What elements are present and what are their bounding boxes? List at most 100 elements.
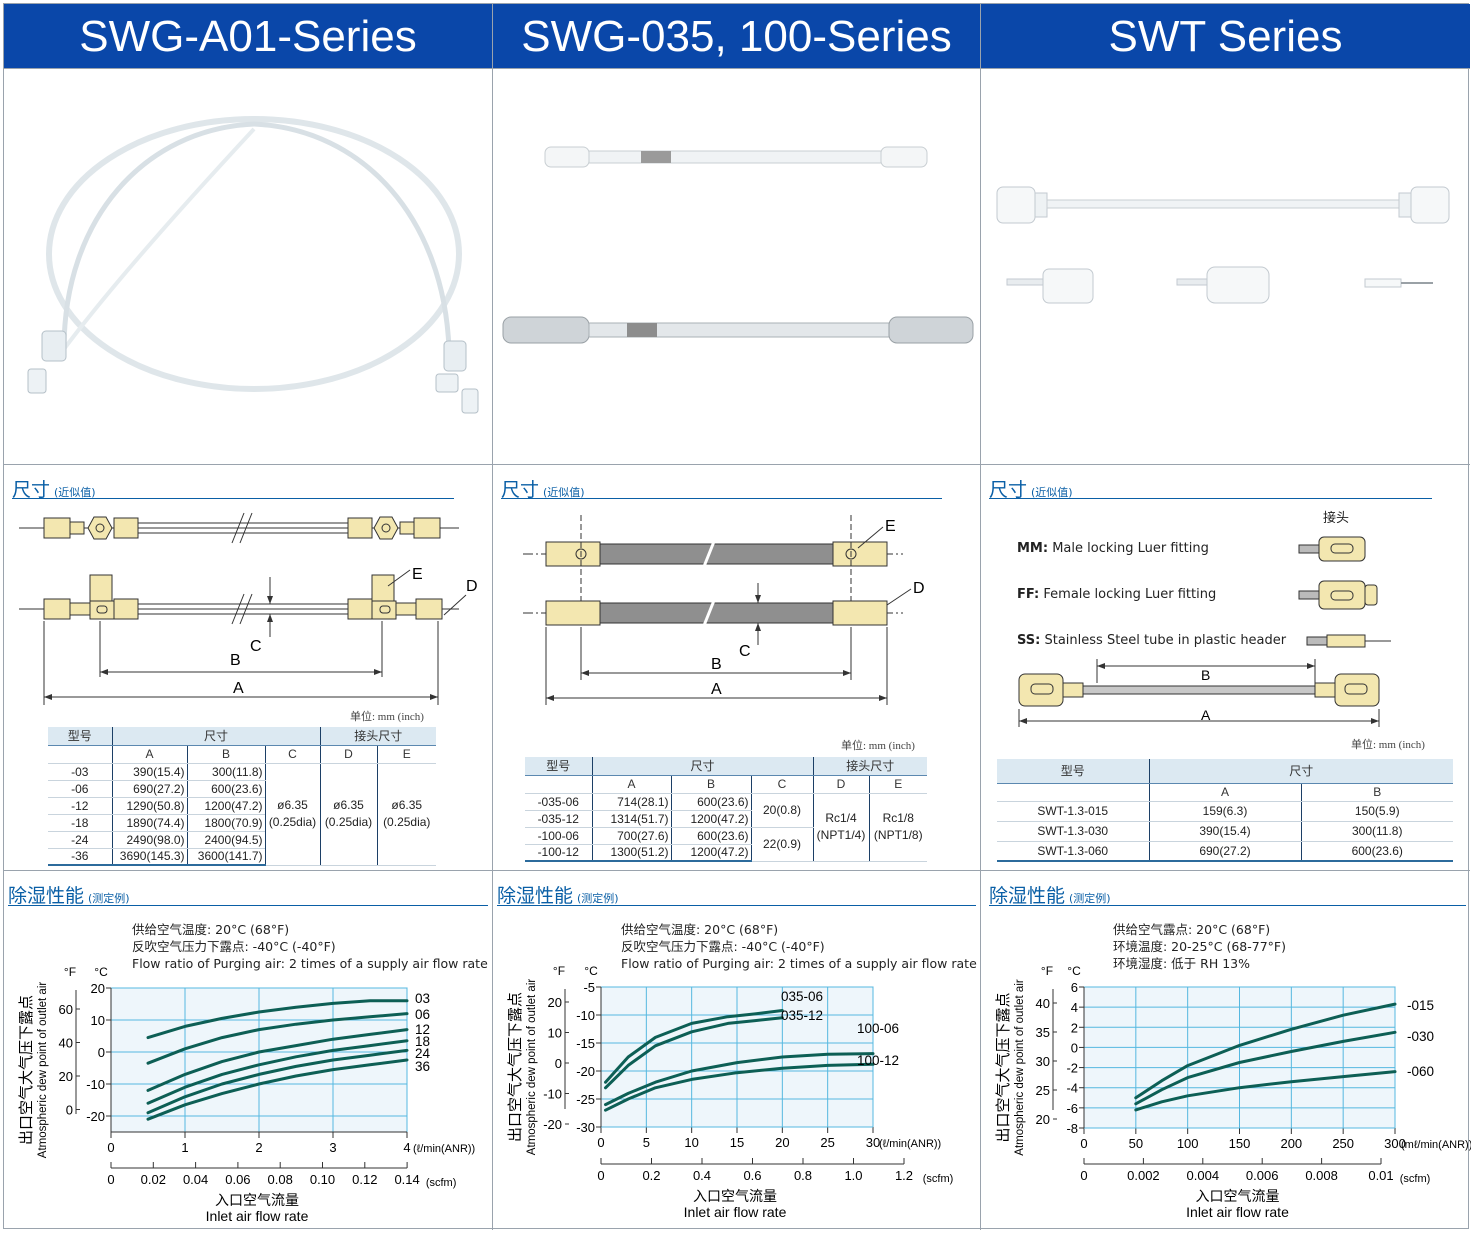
y-tick-label-c: 0 bbox=[98, 1045, 105, 1060]
series-header: SWG-035, 100-Series bbox=[493, 4, 980, 68]
dim-label-b: B bbox=[711, 656, 722, 673]
y-tick-label-c: -15 bbox=[576, 1036, 595, 1051]
x2-tick-label: 1.2 bbox=[895, 1168, 913, 1183]
fitting-ff: FF: Female locking Luer fitting bbox=[1017, 587, 1217, 602]
y-tick-label-c: 4 bbox=[1071, 1000, 1078, 1015]
fitting-ss: SS: Stainless Steel tube in plastic head… bbox=[1017, 633, 1287, 648]
th-model: 型号 bbox=[525, 757, 592, 776]
section-rule bbox=[12, 498, 454, 499]
y-tick-label-f: 20 bbox=[1036, 1112, 1050, 1127]
y-tick-label-f: 30 bbox=[1036, 1054, 1050, 1069]
x2-unit-label: (scfm) bbox=[923, 1173, 954, 1185]
section-rule bbox=[501, 498, 942, 499]
dim-label-a: A bbox=[711, 681, 722, 698]
dim-label-b: B bbox=[1201, 667, 1210, 683]
condition-note: Flow ratio of Purging air: 2 times of a … bbox=[621, 956, 977, 971]
x2-tick-label: 0.4 bbox=[693, 1168, 711, 1183]
series-line bbox=[604, 1016, 784, 1090]
series-label: 03 bbox=[415, 991, 430, 1006]
x-tick-label: 10 bbox=[684, 1135, 698, 1150]
dim-label-e: E bbox=[412, 566, 423, 583]
dim-label-b: B bbox=[230, 652, 241, 669]
catalog-grid: SWG-A01-Series 尺寸(近似值) bbox=[3, 3, 1471, 1230]
series-label: -060 bbox=[1407, 1064, 1434, 1079]
y-tick-label-c: -20 bbox=[86, 1109, 105, 1124]
section-title: 除湿性能 bbox=[8, 885, 85, 907]
x-tick-label: 300 bbox=[1384, 1136, 1406, 1151]
product-photo bbox=[981, 68, 1470, 465]
y-tick-label-c: -10 bbox=[576, 1008, 595, 1023]
series-label: 100-06 bbox=[857, 1021, 899, 1036]
th-fitting: 接头尺寸 bbox=[319, 727, 436, 746]
performance-section: 除湿性能(测定例) 供给空气温度: 20°C (68°F) 反吹空气压力下露点:… bbox=[4, 871, 492, 1230]
section-subtitle: (测定例) bbox=[1069, 892, 1111, 905]
series-line bbox=[146, 1028, 409, 1092]
series-header: SWG-A01-Series bbox=[4, 4, 492, 68]
series-line bbox=[146, 999, 409, 1040]
dim-label-e: E bbox=[885, 518, 896, 535]
y-unit-f: °F bbox=[553, 964, 565, 978]
condition-note: 供给空气温度: 20°C (68°F) bbox=[621, 922, 779, 937]
x2-tick-label: 0.004 bbox=[1187, 1168, 1220, 1183]
series-label: 035-12 bbox=[781, 1008, 823, 1023]
x-tick-label: 1 bbox=[181, 1140, 188, 1155]
y-tick-label-f: 60 bbox=[59, 1002, 73, 1017]
x-axis-title-en: Inlet air flow rate bbox=[684, 1204, 787, 1220]
section-subtitle: (测定例) bbox=[88, 892, 130, 905]
x2-tick-label: 0 bbox=[1080, 1168, 1087, 1183]
x2-tick-label: 0.12 bbox=[352, 1172, 377, 1187]
condition-note: 供给空气温度: 20°C (68°F) bbox=[132, 922, 290, 937]
y-axis-title-en: Atmospheric dew point of outlet air bbox=[1014, 979, 1026, 1156]
column-swg-a01: SWG-A01-Series 尺寸(近似值) bbox=[4, 4, 492, 1230]
th-model: 型号 bbox=[48, 727, 112, 746]
y-axis-title-cn: 出口空气大气压下露点 bbox=[994, 992, 1012, 1142]
x2-unit-label: (scfm) bbox=[426, 1177, 457, 1189]
series-label: -030 bbox=[1407, 1029, 1434, 1044]
section-title: 尺寸 bbox=[12, 479, 51, 501]
x-tick-label: 0 bbox=[1080, 1136, 1087, 1151]
th-size: 尺寸 bbox=[111, 727, 320, 746]
section-title: 除湿性能 bbox=[497, 885, 574, 907]
y-tick-label-c: 2 bbox=[1071, 1020, 1078, 1035]
y-tick-label-c: -10 bbox=[86, 1077, 105, 1092]
series-line bbox=[146, 1058, 409, 1121]
series-label: 035-06 bbox=[781, 989, 823, 1004]
x2-tick-label: 0.04 bbox=[183, 1172, 208, 1187]
dimension-drawing: B A bbox=[1018, 536, 1391, 727]
series-line bbox=[146, 1012, 409, 1065]
series-line bbox=[604, 1052, 875, 1107]
series-line bbox=[146, 1048, 409, 1115]
dimensions-section: 尺寸(近似值) bbox=[493, 465, 980, 871]
dim-label-d: D bbox=[913, 580, 925, 597]
condition-note: 环境湿度: 低于 RH 13% bbox=[1113, 956, 1250, 971]
x-tick-label: 4 bbox=[403, 1140, 410, 1155]
section-subtitle: (近似值) bbox=[1031, 486, 1073, 499]
th-size: 尺寸 bbox=[591, 757, 813, 776]
x-tick-label: 0 bbox=[597, 1135, 604, 1150]
th-size: 尺寸 bbox=[1148, 759, 1453, 784]
x-tick-label: 15 bbox=[730, 1135, 744, 1150]
x-unit-label: (ℓ/min(ANR)) bbox=[879, 1138, 941, 1150]
condition-note: 反吹空气压力下露点: -40°C (-40°F) bbox=[621, 939, 825, 954]
x-tick-label: 100 bbox=[1177, 1136, 1199, 1151]
y-tick-label-f: 10 bbox=[548, 1026, 562, 1041]
swt-tube-image bbox=[996, 186, 1450, 304]
x-tick-label: 50 bbox=[1129, 1136, 1143, 1151]
dimension-drawing: A B C D E bbox=[523, 515, 925, 705]
y-axis-title-en: Atmospheric dew point of outlet air bbox=[526, 979, 538, 1156]
column-swg-035-100: SWG-035, 100-Series 尺寸(近似值) bbox=[492, 4, 980, 1230]
dimension-drawing: A B C D E bbox=[19, 512, 478, 705]
x2-tick-label: 0.08 bbox=[268, 1172, 293, 1187]
